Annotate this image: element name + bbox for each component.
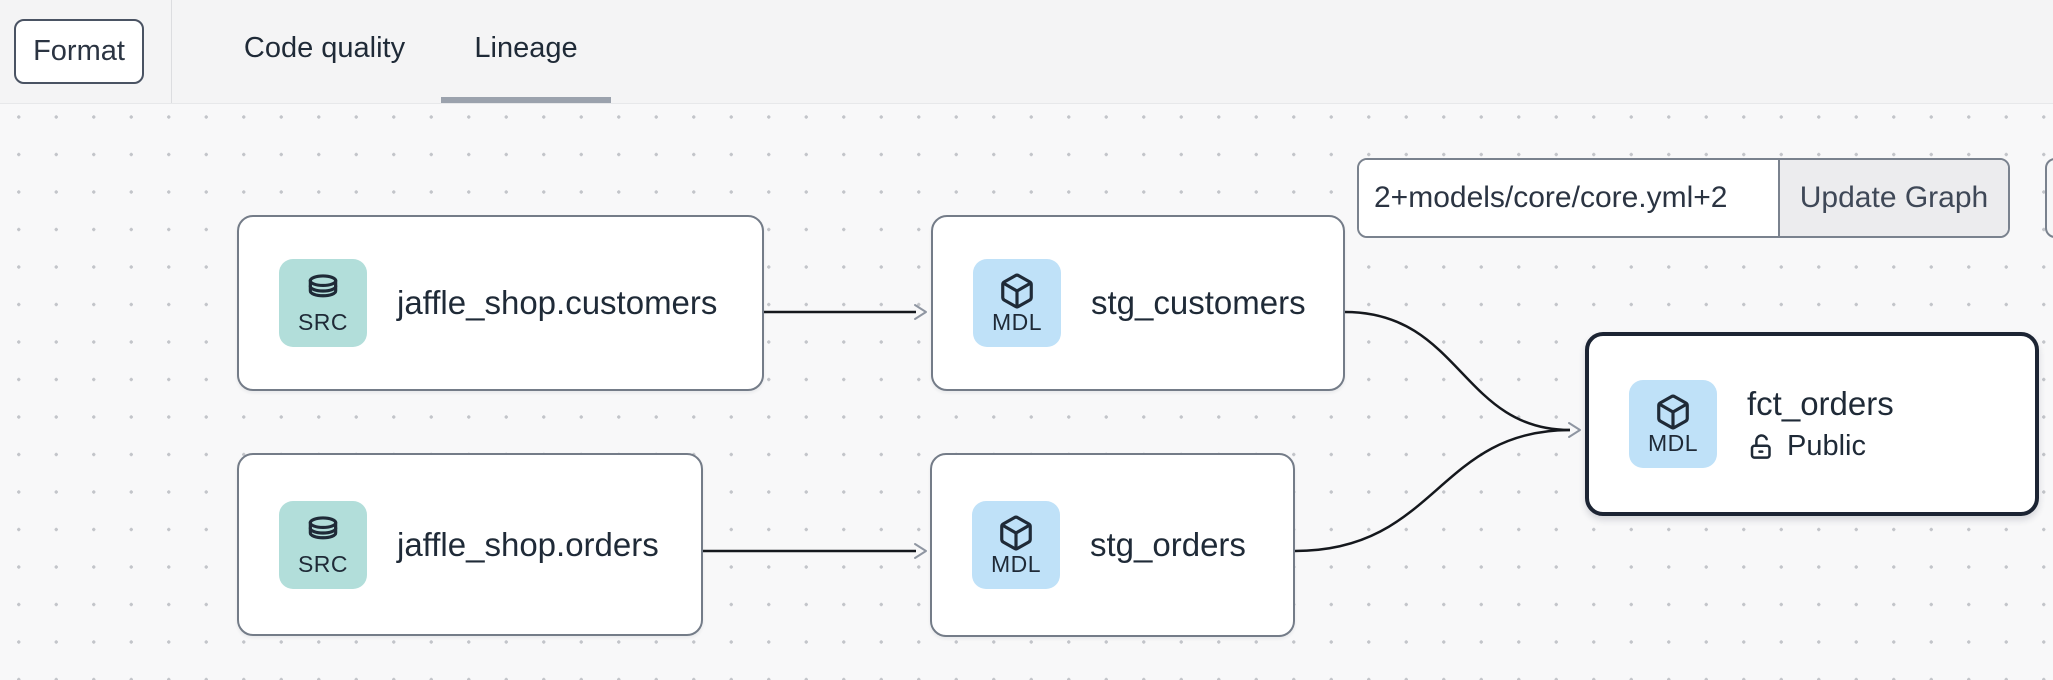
node-jaffle-shop-customers[interactable]: SRC jaffle_shop.customers <box>237 215 764 391</box>
tab-lineage[interactable]: Lineage <box>474 31 578 64</box>
top-toolbar: Format Code quality Lineage <box>0 0 2053 104</box>
badge-label: MDL <box>1647 430 1699 456</box>
node-fct-orders[interactable]: MDL fct_orders Public <box>1585 332 2039 516</box>
model-badge: MDL <box>972 501 1060 589</box>
node-stg-orders[interactable]: MDL stg_orders <box>930 453 1295 637</box>
tab-code-quality[interactable]: Code quality <box>243 31 406 64</box>
edge-stg-customers-to-fct-orders <box>1344 310 1571 432</box>
badge-label: SRC <box>297 309 349 335</box>
arrowhead-stg-customers <box>914 304 927 320</box>
model-badge: MDL <box>973 259 1061 347</box>
node-label: jaffle_shop.customers <box>397 284 718 321</box>
edge-stg-orders-to-fct-orders <box>1294 428 1571 553</box>
node-stg-customers[interactable]: MDL stg_customers <box>931 215 1345 391</box>
cube-icon <box>1001 273 1033 309</box>
source-badge: SRC <box>279 259 367 347</box>
format-button[interactable]: Format <box>14 19 144 84</box>
database-icon <box>308 515 338 539</box>
arrowhead-stg-orders <box>914 543 927 559</box>
cube-icon <box>1000 515 1032 551</box>
access-label: Public <box>1787 430 1866 462</box>
node-label: stg_customers <box>1091 284 1306 321</box>
toolbar-divider <box>171 0 172 103</box>
active-tab-underline <box>441 97 611 103</box>
graph-selector-control: Update Graph <box>1357 158 2010 238</box>
source-badge: SRC <box>279 500 367 589</box>
arrowhead-fct-orders <box>1568 422 1581 438</box>
cube-icon <box>1657 394 1689 430</box>
access-row: Public <box>1747 430 1894 463</box>
node-label: fct_orders <box>1747 385 1894 422</box>
badge-label: MDL <box>991 309 1043 335</box>
badge-label: MDL <box>990 551 1042 577</box>
unlock-icon <box>1750 433 1771 459</box>
lineage-canvas[interactable]: SRC jaffle_shop.customers MDL stg_custom… <box>0 104 2053 680</box>
node-jaffle-shop-orders[interactable]: SRC jaffle_shop.orders <box>237 453 703 636</box>
model-badge: MDL <box>1629 380 1717 468</box>
database-icon <box>308 274 338 298</box>
graph-selector-input[interactable] <box>1359 160 1778 236</box>
clipped-right-control[interactable] <box>2045 158 2053 238</box>
node-label: stg_orders <box>1090 526 1246 563</box>
badge-label: SRC <box>297 550 349 577</box>
node-label: jaffle_shop.orders <box>397 525 659 563</box>
update-graph-button[interactable]: Update Graph <box>1778 160 2008 236</box>
